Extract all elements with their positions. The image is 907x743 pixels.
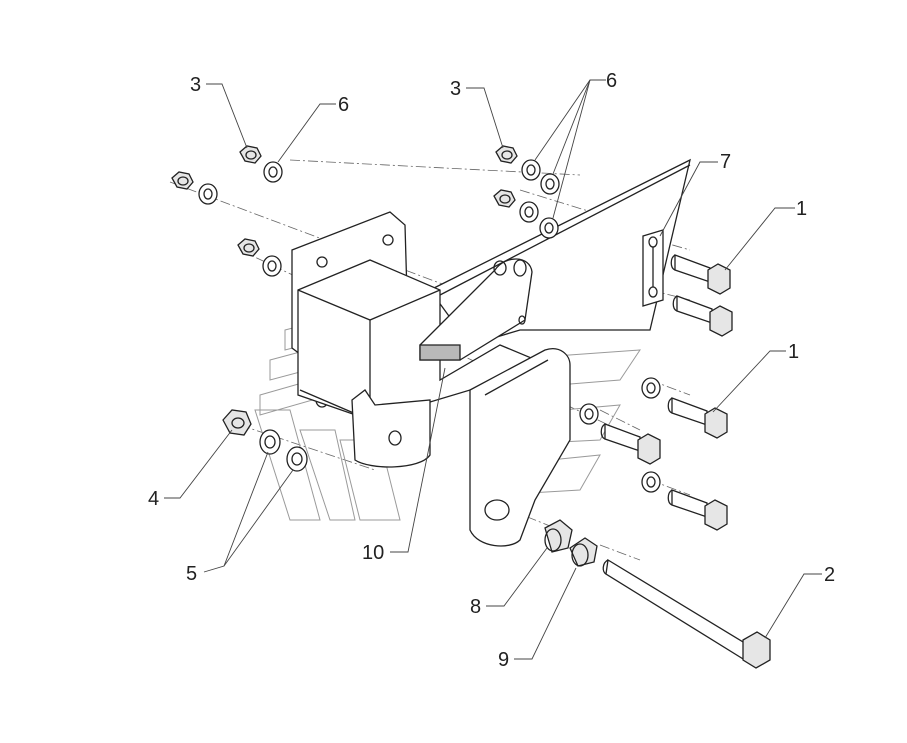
bushing-9	[569, 537, 598, 567]
nut	[171, 171, 194, 190]
bracket-strip	[642, 229, 664, 307]
washer	[262, 255, 282, 277]
washer	[263, 161, 283, 183]
nut-group-right	[493, 145, 518, 208]
callout-1a: 1	[796, 198, 807, 220]
callout-6b: 6	[606, 70, 617, 92]
nut-group-left	[171, 145, 262, 257]
nut	[237, 238, 260, 257]
callout-4: 4	[148, 488, 159, 510]
bolt	[667, 397, 728, 439]
nut-4	[222, 409, 252, 436]
callout-3b: 3	[450, 78, 461, 100]
leader-lines	[164, 79, 822, 660]
side-plate-left	[351, 389, 431, 468]
washer	[519, 201, 539, 223]
callout-7: 7	[720, 151, 731, 173]
bolt	[670, 254, 731, 295]
nut	[495, 145, 518, 164]
callout-2: 2	[824, 564, 835, 586]
washer	[521, 159, 541, 181]
washer	[540, 173, 560, 195]
washers-5	[259, 429, 308, 472]
side-plate-right	[469, 348, 571, 547]
washer	[641, 377, 661, 399]
callout-8: 8	[470, 596, 481, 618]
bolt	[672, 295, 733, 337]
washer	[539, 217, 559, 239]
bolt	[600, 423, 661, 465]
callout-9: 9	[498, 649, 509, 671]
callout-3a: 3	[190, 74, 201, 96]
bushing-8	[544, 519, 573, 553]
nut	[493, 189, 516, 208]
callout-10: 10	[362, 542, 384, 564]
washer	[641, 471, 661, 493]
washer	[198, 183, 218, 205]
callout-labels: 3 6 3 6 7 1 1 4 5 10 8 9 2	[148, 70, 835, 671]
long-bolt-2	[602, 558, 771, 669]
nut	[239, 145, 262, 164]
callout-5: 5	[186, 563, 197, 585]
callout-1b: 1	[788, 341, 799, 363]
bolt	[667, 489, 728, 531]
callout-6a: 6	[338, 94, 349, 116]
bolt-set	[600, 254, 733, 531]
washer-set	[198, 159, 661, 493]
lug-ear	[419, 258, 533, 361]
washer	[579, 403, 599, 425]
